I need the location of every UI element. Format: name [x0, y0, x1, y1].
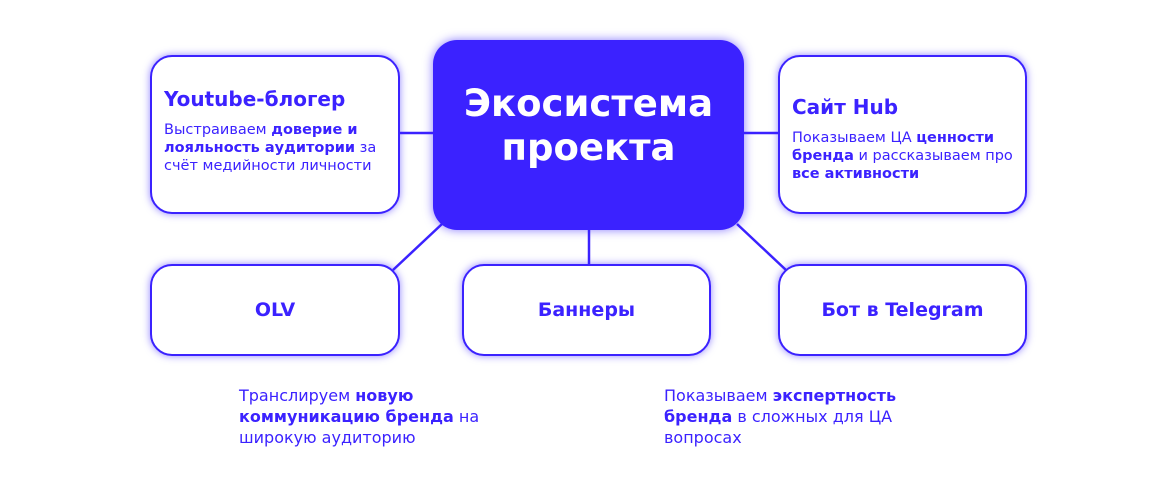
node-telegram: Бот в Telegram [778, 264, 1027, 356]
center-title-line1: Экосистема [463, 82, 714, 125]
node-youtube: Youtube-блогер Выстраиваем доверие и лоя… [150, 55, 400, 214]
text-segment: Выстраиваем [164, 122, 272, 138]
node-title: Баннеры [537, 299, 636, 321]
node-title: Бот в Telegram [821, 299, 984, 321]
node-title: Youtube-блогер [164, 87, 346, 111]
connector-olv [392, 223, 443, 271]
text-segment: Транслируем [239, 386, 356, 405]
text-segment: Показываем ЦА [792, 130, 917, 146]
node-title: OLV [254, 299, 296, 321]
node-description: Показываем ЦА ценности бренда и рассказы… [792, 129, 1017, 183]
highlighted-text: все активности [792, 166, 920, 182]
text-segment: на широкую аудиторию [239, 407, 480, 447]
highlighted-text: экспертность бренда [664, 386, 897, 426]
text-segment: в сложных для ЦА вопросах [664, 407, 893, 447]
node-banners: Баннеры [462, 264, 711, 356]
connector-telegram [736, 223, 787, 271]
node-hub: Сайт Hub Показываем ЦА ценности бренда и… [778, 55, 1027, 214]
node-description: Выстраиваем доверие и лояльность аудитор… [164, 121, 389, 175]
highlighted-text: доверие и лояльность аудитории [164, 122, 358, 156]
node-title: Сайт Hub [792, 95, 899, 119]
text-segment: за счёт медийности личности [164, 140, 377, 174]
highlighted-text: новую коммуникацию бренда [239, 386, 454, 426]
caption-left: Транслируем новую коммуникацию бренда на… [239, 385, 499, 448]
center-title-line2: проекта [501, 126, 676, 169]
text-segment: и рассказываем про [853, 148, 1013, 164]
highlighted-text: ценности бренда [792, 130, 995, 164]
text-segment: Показываем [664, 386, 773, 405]
caption-right: Показываем экспертность бренда в сложных… [664, 385, 949, 448]
node-olv: OLV [150, 264, 400, 356]
